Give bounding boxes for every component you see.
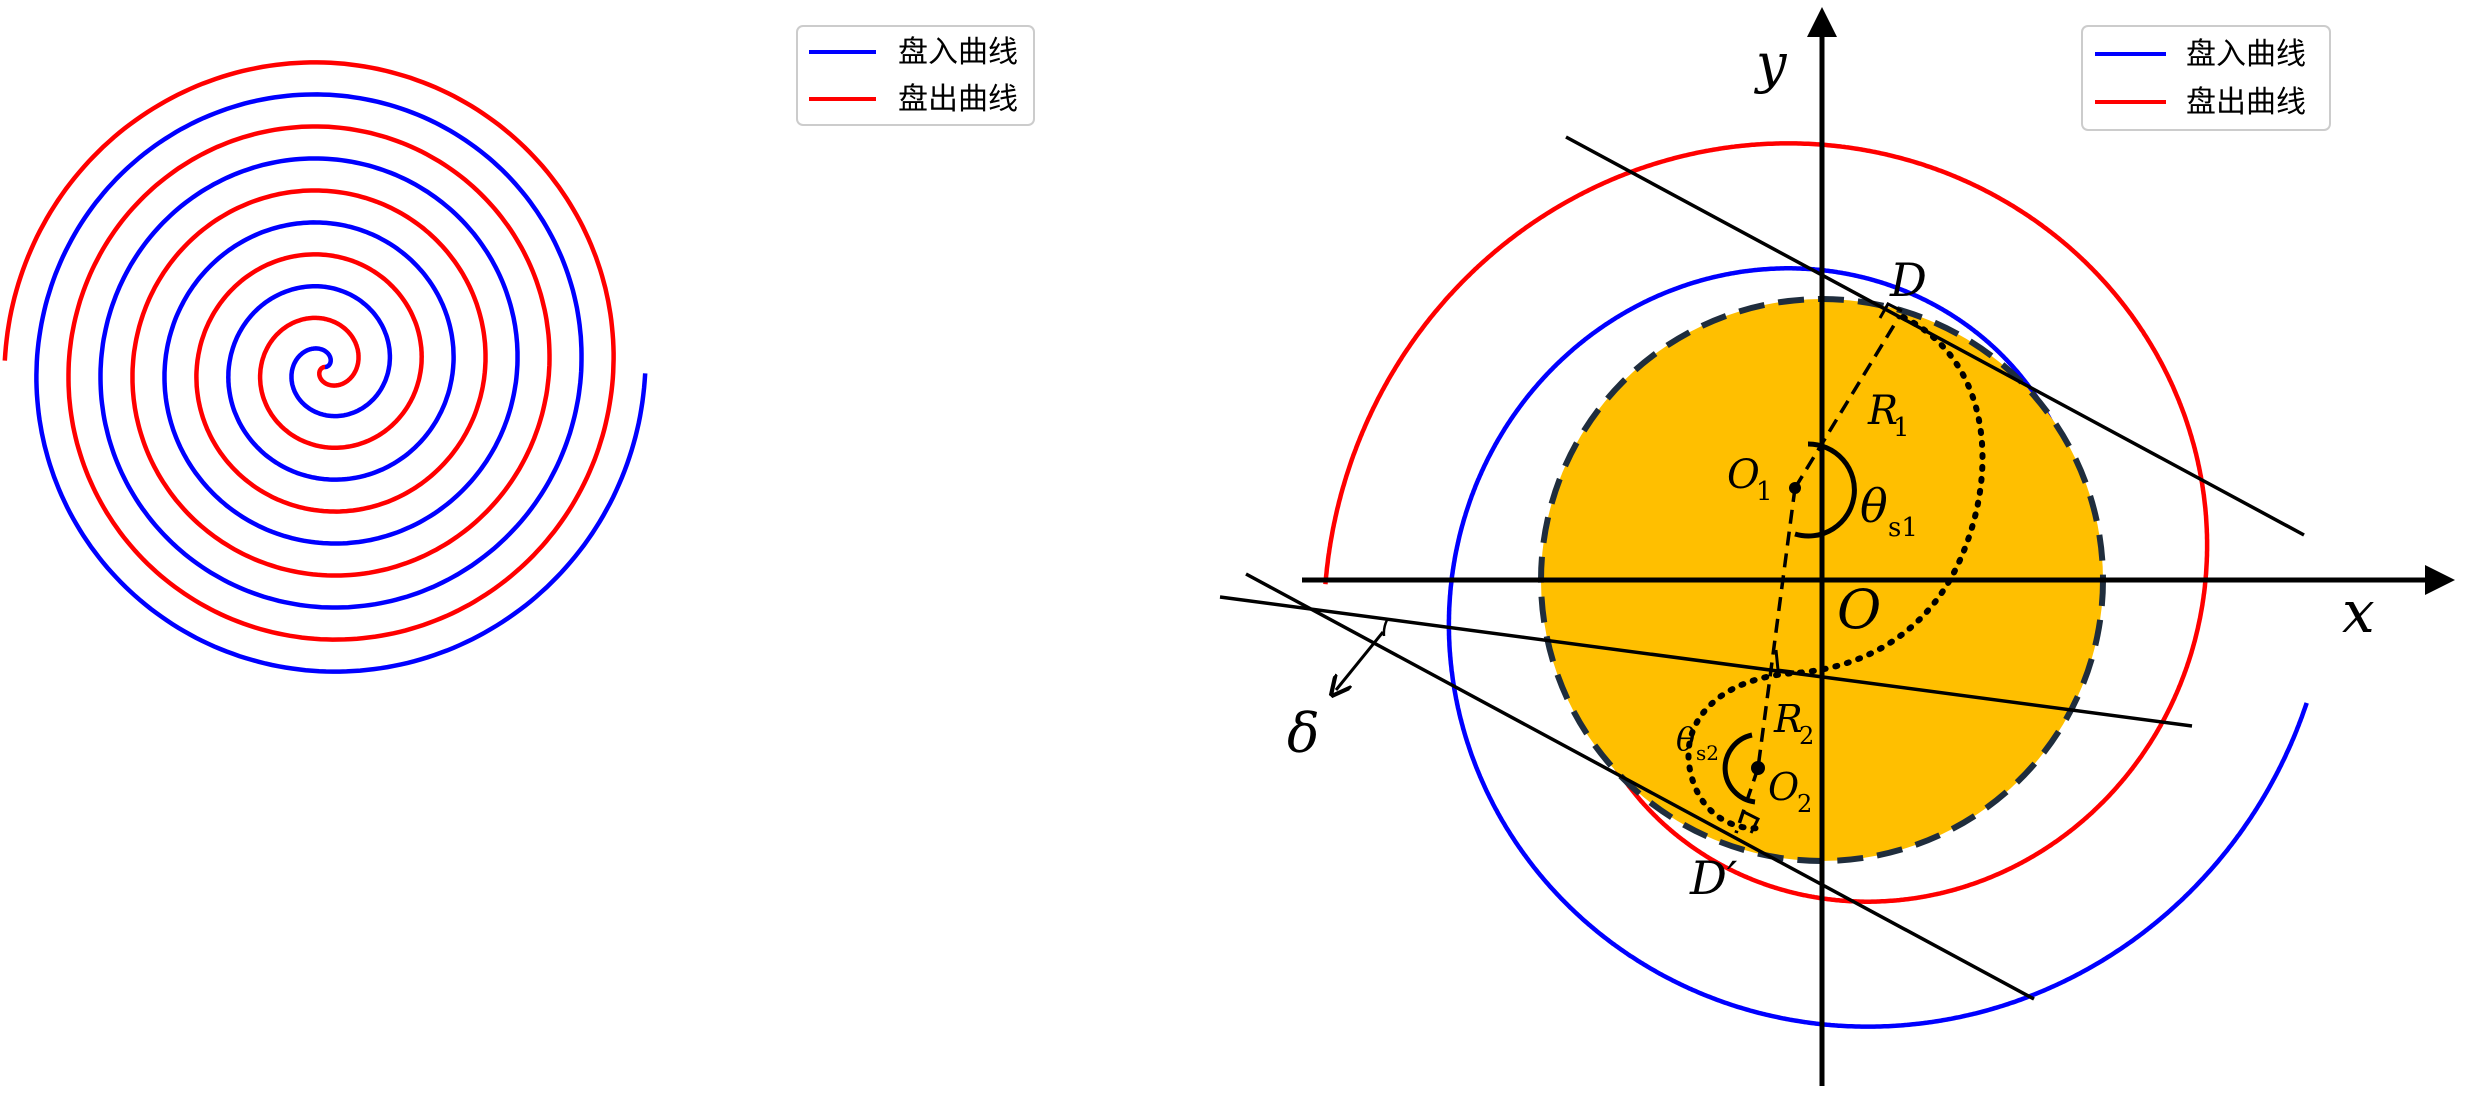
origin-label: O — [1837, 578, 1881, 641]
delta-label: δ — [1287, 702, 1320, 765]
delta-arrow — [1336, 631, 1385, 690]
right-legend-label-in: 盘入曲线 — [2186, 37, 2306, 72]
common-tangent-line — [1219, 595, 2193, 728]
center-connecting-line — [1756, 487, 1797, 769]
theta-s1-label: θ s1 — [1860, 479, 1918, 543]
O1-label-main: O — [1727, 452, 1760, 498]
left-legend: 盘入曲线 盘出曲线 — [796, 25, 1035, 126]
tangent-line-at-D-prime — [1245, 572, 2035, 1001]
left-curve-out-spiral — [2, 60, 616, 642]
right-angle-marker-common-tangent — [1774, 649, 1795, 674]
R1-label: R 1 — [1867, 388, 1910, 443]
O1-label-sub: 1 — [1756, 477, 1773, 507]
R2-label: R 2 — [1773, 697, 1814, 750]
right-curve-in-spiral — [1446, 266, 2309, 1029]
O2-label-main: O — [1768, 765, 1799, 809]
O1-label: O 1 — [1727, 452, 1773, 507]
radius-R1-line — [1793, 316, 1901, 489]
y-axis-label: y — [1754, 32, 1788, 95]
point-D-prime-label: D′ — [1689, 851, 1738, 905]
x-axis-label: x — [2342, 578, 2375, 646]
right-panel: y x O D D′ O 1 R 1 θ s1 R 2 O 2 θ s2 δ — [1219, 7, 2455, 1086]
O2-label: O 2 — [1768, 765, 1812, 818]
left-panel: 盘入曲线 盘出曲线 — [2, 25, 1035, 674]
theta-s2-label: θ s2 — [1676, 720, 1719, 765]
dotted-s-path — [1685, 314, 1986, 832]
theta-s1-label-sub: s1 — [1888, 513, 1918, 543]
R1-label-sub: 1 — [1893, 413, 1910, 443]
theta-s2-arc — [1722, 732, 1756, 805]
theta-s1-arc — [1794, 441, 1857, 539]
right-angle-marker-D — [1878, 302, 1903, 319]
point-D-label: D — [1889, 253, 1927, 307]
left-legend-label-out: 盘出曲线 — [898, 82, 1018, 117]
center-O2-dot — [1751, 761, 1765, 775]
O2-label-sub: 2 — [1797, 790, 1812, 818]
theta-s1-label-main: θ — [1860, 479, 1888, 533]
theta-s2-label-main: θ — [1676, 720, 1695, 758]
theta-s2-label-sub: s2 — [1696, 741, 1719, 765]
left-curve-in-spiral — [34, 92, 648, 674]
right-curve-out-spiral — [1323, 141, 2210, 904]
right-legend: 盘入曲线 盘出曲线 — [2081, 25, 2331, 131]
R2-label-sub: 2 — [1799, 722, 1814, 750]
right-angle-marker-D-prime — [1743, 810, 1761, 834]
delta-angle-arc — [1382, 619, 1389, 637]
R2-label-main: R — [1773, 697, 1803, 741]
R1-label-main: R — [1867, 388, 1898, 434]
center-O1-dot — [1789, 482, 1801, 494]
right-legend-label-out: 盘出曲线 — [2186, 85, 2306, 120]
left-legend-label-in: 盘入曲线 — [898, 35, 1018, 70]
